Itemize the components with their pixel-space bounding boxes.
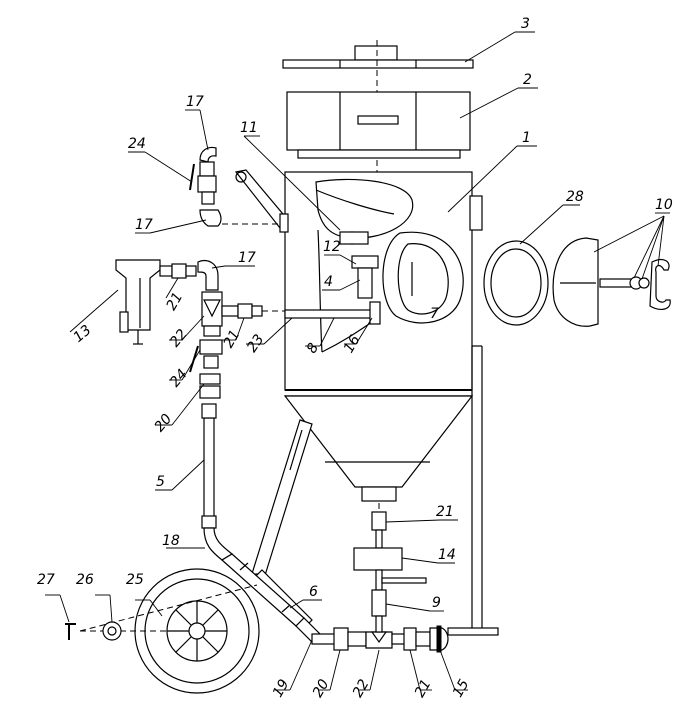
part-25-wheel xyxy=(134,568,260,694)
label-6: 6 xyxy=(309,584,318,600)
label-22-left: 22 xyxy=(167,326,191,350)
elbow-17-lower xyxy=(197,259,219,291)
label-11: 11 xyxy=(240,120,258,136)
inner-chamber-parts xyxy=(339,231,379,299)
label-17-low: 17 xyxy=(238,250,256,266)
part-10-cover xyxy=(552,237,671,327)
label-16: 16 xyxy=(341,332,364,356)
label-21-left: 21 xyxy=(164,290,187,313)
stand-leg-right xyxy=(447,345,499,636)
leader-lines xyxy=(45,31,670,691)
label-1: 1 xyxy=(522,130,531,146)
label-5: 5 xyxy=(156,474,165,490)
part-26-washer xyxy=(102,621,122,641)
inner-hose-8 xyxy=(284,301,381,325)
air-hose-5 xyxy=(201,403,217,529)
label-18: 18 xyxy=(162,533,180,549)
label-28: 28 xyxy=(566,189,584,205)
part-labels: 3 2 1 11 12 4 17 24 17 17 13 21 22 21 23… xyxy=(37,16,673,700)
label-15: 15 xyxy=(450,677,473,701)
label-25: 25 xyxy=(126,572,144,588)
label-9: 9 xyxy=(432,595,441,611)
label-21-mid: 21 xyxy=(221,327,244,350)
label-3: 3 xyxy=(521,16,530,32)
label-2: 2 xyxy=(523,72,532,88)
label-7: 7 xyxy=(430,306,439,322)
label-24-top: 24 xyxy=(128,136,146,152)
part-27-cotter-pin xyxy=(65,623,76,640)
label-13: 13 xyxy=(71,322,95,346)
part-28-ring xyxy=(483,240,549,326)
label-19: 19 xyxy=(270,677,293,701)
hopper-outlet-line xyxy=(353,503,427,633)
label-24-low: 24 xyxy=(167,366,191,390)
lamp-arm xyxy=(234,169,289,233)
glove-port xyxy=(382,231,464,324)
label-12: 12 xyxy=(323,239,341,255)
part-1-cabinet-body xyxy=(283,171,483,502)
label-17-mid: 17 xyxy=(135,217,153,233)
tee-22-upper xyxy=(201,291,263,327)
label-23: 23 xyxy=(244,332,267,356)
label-10: 10 xyxy=(655,197,673,213)
label-22-bottom: 22 xyxy=(350,677,373,701)
part-2-filter-housing xyxy=(286,91,471,159)
label-26: 26 xyxy=(76,572,94,588)
label-27: 27 xyxy=(37,572,55,588)
part-3-top-plate xyxy=(282,45,474,69)
upper-valve-24 xyxy=(189,146,222,227)
label-21-right: 21 xyxy=(436,504,454,520)
valve-24-lower xyxy=(189,325,223,399)
bottom-pipeline xyxy=(311,625,449,653)
filter-13 xyxy=(115,259,197,345)
label-20-left: 20 xyxy=(152,411,176,435)
label-21-bottom: 21 xyxy=(412,677,435,700)
label-4: 4 xyxy=(324,274,333,290)
label-20-bottom: 20 xyxy=(310,677,333,701)
label-14: 14 xyxy=(438,547,456,563)
label-17-top: 17 xyxy=(186,94,204,110)
